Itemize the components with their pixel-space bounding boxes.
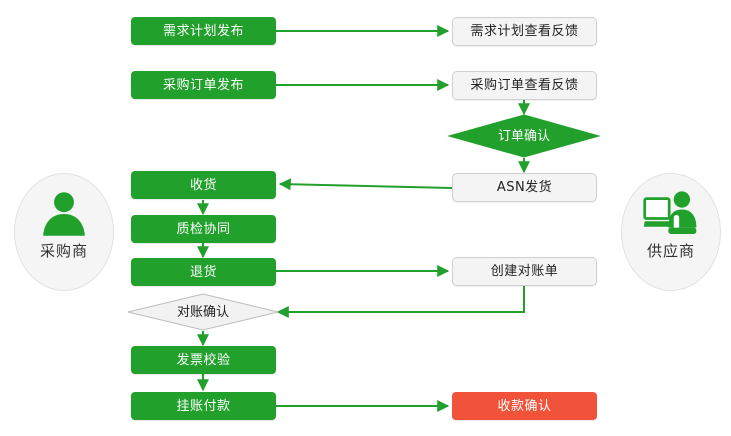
node-po-publish[interactable]: 采购订单发布 [131,71,276,99]
edge-create-statement-to-statement-confirm [276,285,525,318]
actor-buyer-label: 采购商 [39,242,88,260]
order-confirm-diamond-shape[interactable] [447,114,601,158]
node-return-goods[interactable]: 退货 [131,258,276,286]
person-computer-icon [643,191,697,234]
statement-confirm-diamond-shape[interactable] [127,293,279,331]
actor-supplier-label: 供应商 [646,242,695,260]
node-asn-ship[interactable]: ASN发货 [452,173,597,202]
node-payable-payment[interactable]: 挂账付款 [131,392,276,420]
node-receive-goods[interactable]: 收货 [131,171,276,199]
node-demand-plan-publish[interactable]: 需求计划发布 [131,17,276,45]
person-icon [43,192,85,236]
node-order-confirm-label: 订单确认 [497,128,550,144]
node-po-feedback[interactable]: 采购订单查看反馈 [452,71,597,100]
node-receipt-confirm[interactable]: 收款确认 [452,392,597,420]
node-demand-plan-feedback[interactable]: 需求计划查看反馈 [452,17,597,46]
actor-supplier[interactable]: 供应商 [621,173,721,291]
edge-asn-to-receive-goods [278,178,453,191]
node-quality-collab[interactable]: 质检协同 [131,215,276,243]
node-create-statement[interactable]: 创建对账单 [452,257,597,286]
node-invoice-check[interactable]: 发票校验 [131,346,276,374]
actor-buyer[interactable]: 采购商 [14,173,114,291]
node-statement-confirm-label: 对账确认 [176,304,229,320]
